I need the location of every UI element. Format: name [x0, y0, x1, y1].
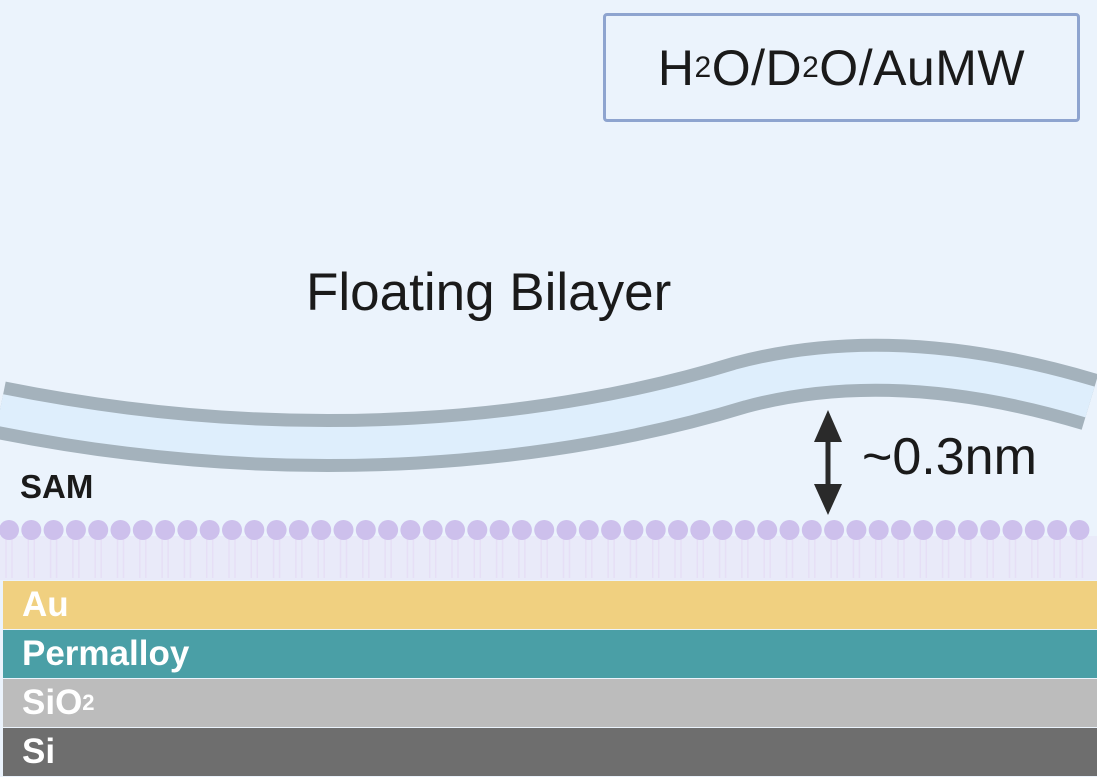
sam-headgroup: [957, 520, 978, 540]
sam-headgroup: [868, 520, 889, 540]
sam-headgroup: [177, 520, 198, 540]
sam-tails: [5, 538, 1084, 578]
sam-headgroup: [222, 520, 242, 540]
substrate-layer-permalloy: Permalloy: [3, 630, 1097, 678]
sam-headgroup: [801, 520, 822, 540]
gap-distance-label: ~0.3nm: [862, 428, 1037, 486]
gap-arrow: [814, 410, 842, 515]
sam-headgroup: [891, 520, 911, 540]
gap-arrow-up-head: [814, 410, 842, 442]
sam-headgroups: [0, 520, 1090, 540]
sam-headgroup: [467, 520, 488, 540]
sam-headgroup: [0, 520, 19, 540]
layer-permalloy-label: Permalloy: [22, 634, 190, 673]
floating-bilayer: [0, 338, 1097, 472]
sam-label: SAM: [20, 468, 94, 505]
sam-headgroup: [757, 520, 778, 540]
sam-headgroup: [846, 520, 867, 540]
sam-headgroup: [400, 520, 421, 540]
sam-headgroup: [824, 520, 845, 540]
sam-headgroup: [712, 520, 733, 540]
sam-headgroup: [445, 520, 465, 540]
sam-headgroup: [489, 520, 510, 540]
sam-headgroup: [43, 520, 64, 540]
floating-bilayer-label: Floating Bilayer: [306, 263, 672, 322]
sam-headgroup: [556, 520, 577, 540]
layer-sio2-label: SiO: [22, 683, 83, 722]
sam-headgroup: [355, 520, 376, 540]
sam-headgroup: [623, 520, 644, 540]
medium-label-middle: O/D: [711, 39, 803, 96]
sam-headgroup: [288, 520, 309, 540]
sam-headgroup: [690, 520, 711, 540]
sam-headgroup: [378, 520, 399, 540]
sam-headgroup: [601, 520, 622, 540]
sam-headgroup: [1002, 520, 1023, 540]
sam-headgroup: [333, 520, 354, 540]
layer-au-label: Au: [22, 585, 69, 624]
sam-headgroup: [88, 520, 109, 540]
sam-headgroup: [266, 520, 287, 540]
sam-headgroup: [668, 520, 688, 540]
substrate-layer-si: Si: [3, 728, 1097, 776]
sam-headgroup: [913, 520, 934, 540]
sam-headgroup: [65, 520, 86, 540]
sam-headgroup: [132, 520, 153, 540]
sam-headgroup: [1024, 520, 1045, 540]
sam-headgroup: [1047, 520, 1068, 540]
gap-arrow-down-head: [814, 484, 842, 515]
sam-headgroup: [578, 520, 599, 540]
sam-headgroup: [199, 520, 220, 540]
sam-headgroup: [645, 520, 666, 540]
sam-headgroup: [534, 520, 555, 540]
sam-headgroup: [21, 520, 42, 540]
substrate-layer-au: Au: [3, 581, 1097, 629]
medium-label-suffix: O/AuMW: [819, 39, 1026, 96]
sam-headgroup: [155, 520, 176, 540]
medium-label-h: H: [657, 39, 695, 96]
sam-headgroup: [110, 520, 131, 540]
sam-headgroup: [935, 520, 956, 540]
bilayer-hydrophobic-core: [0, 351, 1095, 459]
sam-headgroup: [980, 520, 1001, 540]
sam-headgroup: [779, 520, 800, 540]
sam-monolayer: [0, 520, 1097, 580]
sam-headgroup: [422, 520, 443, 540]
sam-headgroup: [311, 520, 332, 540]
sam-headgroup: [244, 520, 265, 540]
sam-tail-region: [0, 536, 1097, 580]
sam-headgroup: [1069, 520, 1090, 540]
sam-headgroup: [511, 520, 532, 540]
sam-headgroup: [734, 520, 755, 540]
layer-si-label: Si: [22, 732, 56, 771]
